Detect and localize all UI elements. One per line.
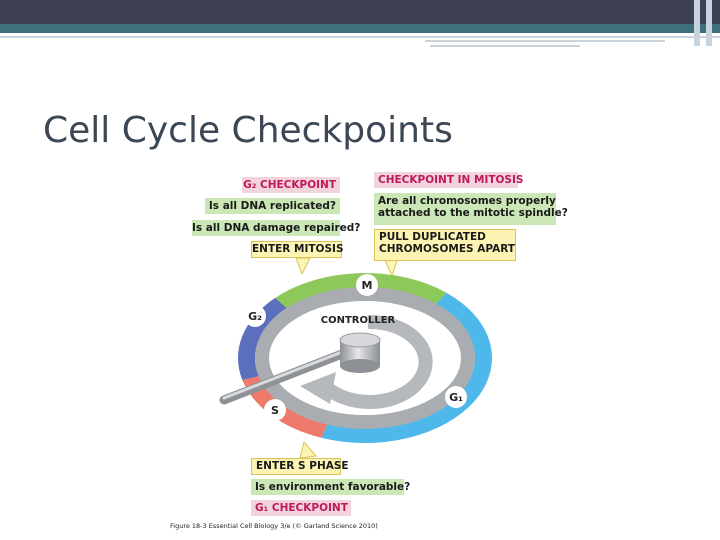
phase-ring-g2 <box>238 297 288 380</box>
mitosis-action-line-2: CHROMOSOMES APART <box>379 243 515 255</box>
controller-arm-highlight <box>222 343 362 400</box>
slide-title: Cell Cycle Checkpoints <box>43 110 453 151</box>
figure-caption: Figure 18-3 Essential Cell Biology 3/e (… <box>170 522 378 530</box>
phase-label-s-bg <box>264 399 286 421</box>
slide-top-bar <box>0 0 720 24</box>
controller-cylinder-base <box>340 359 380 373</box>
g1-pointer <box>299 440 317 459</box>
mitosis-action: PULL DUPLICATED CHROMOSOMES APART <box>374 229 516 261</box>
mitosis-action-line-1: PULL DUPLICATED <box>379 231 486 243</box>
mitosis-question-line-1: Are all chromosomes properly <box>378 195 556 207</box>
g2-question-damage: Is all DNA damage repaired? <box>192 220 361 236</box>
slide-accent-stripe <box>0 24 720 33</box>
g1-question-environment: Is environment favorable? <box>251 479 410 495</box>
controller-label: CONTROLLER <box>321 315 396 326</box>
slide-deco-bar <box>694 0 700 46</box>
g2-pointer <box>295 257 311 276</box>
phase-label-m: M <box>362 279 373 292</box>
mitosis-question-line-2: attached to the mitotic spindle? <box>378 207 568 219</box>
phase-label-g2-bg <box>244 305 266 327</box>
slide-deco-line <box>0 36 720 38</box>
phase-label-g1: G₁ <box>449 391 463 404</box>
g2-action-enter-mitosis: ENTER MITOSIS <box>251 241 344 258</box>
g1-checkpoint-heading: G₁ CHECKPOINT <box>251 500 351 516</box>
controller-rotation-arrow <box>316 314 433 409</box>
mitosis-question: Are all chromosomes properly attached to… <box>374 193 568 225</box>
rotation-arrowhead <box>300 372 336 404</box>
controller-arm <box>219 342 365 405</box>
slide-deco-bar-2 <box>706 0 712 46</box>
phase-ring-m <box>275 273 447 309</box>
slide-deco-line-2 <box>425 40 665 42</box>
slide-deco-line-3 <box>430 45 580 47</box>
g1-action-enter-s-phase: ENTER S PHASE <box>251 458 349 475</box>
phase-label-g1-bg <box>445 386 467 408</box>
phase-label-g2: G₂ <box>248 310 262 323</box>
phase-label-s: S <box>271 404 279 417</box>
controller-cylinder-top <box>339 332 381 348</box>
g2-question-replicated: Is all DNA replicated? <box>205 198 340 214</box>
phase-label-m-bg <box>356 274 378 296</box>
mitosis-checkpoint-heading: CHECKPOINT IN MITOSIS <box>374 172 523 188</box>
g2-checkpoint-heading: G₂ CHECKPOINT <box>242 177 340 193</box>
